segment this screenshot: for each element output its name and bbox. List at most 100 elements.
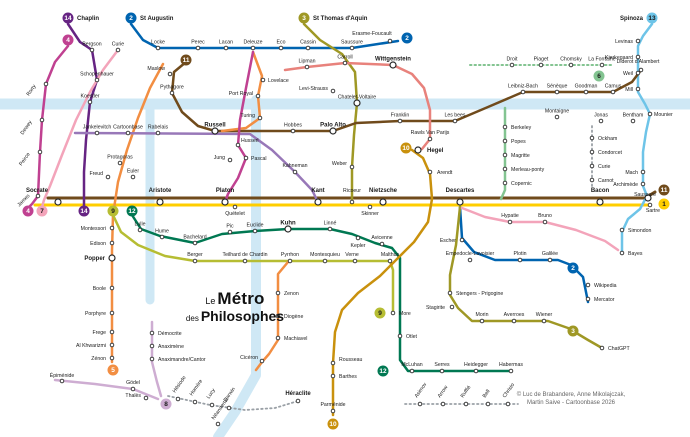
- station-dot: [367, 204, 373, 210]
- station-dot: [109, 225, 115, 231]
- station-label: Mercator: [594, 297, 615, 303]
- station-label: Curie: [598, 164, 611, 170]
- station-label: Empedocle-Lavoisier: [446, 251, 495, 257]
- station-dot: [342, 60, 348, 66]
- station-dot: [473, 368, 479, 374]
- station-label: Kuhn: [280, 221, 296, 227]
- station-label: Freud: [89, 171, 103, 177]
- station-dot: [349, 164, 355, 170]
- line-number-label: 14: [64, 15, 72, 22]
- station-dot: [209, 402, 215, 408]
- station-dot: [149, 330, 155, 336]
- station-label: Bachelard: [183, 235, 206, 241]
- credit-line1: © Luc de Brabandere, Anne Mikolajczak,: [516, 392, 626, 398]
- station-label: Schopenhauer: [80, 72, 114, 78]
- station-dot: [169, 90, 175, 96]
- terminus-label: Spinoza: [620, 16, 644, 22]
- station-dot: [599, 62, 605, 68]
- station-dot: [635, 54, 641, 60]
- station-label: Stengers - Prigogine: [456, 291, 503, 297]
- metro-line: [73, 131, 320, 204]
- station-label: Démocrite: [158, 331, 182, 337]
- station-label: Frege: [92, 330, 106, 336]
- line-number-label: 10: [402, 145, 410, 152]
- station-dot: [479, 318, 485, 324]
- terminus-label: St Thomas d'Aquin: [313, 16, 368, 22]
- line-number-badge: [160, 398, 172, 410]
- station-label: ChatGPT: [608, 346, 630, 352]
- station-label: Thalès: [125, 393, 141, 399]
- station-label: Otlet: [406, 334, 418, 340]
- station-dot: [275, 290, 281, 296]
- metro-line: [26, 44, 70, 210]
- station-label: Pascal: [251, 156, 267, 162]
- station-label: Gödel: [126, 380, 140, 386]
- station-dot: [330, 373, 336, 379]
- station-dot: [502, 180, 508, 186]
- station-dot: [541, 318, 547, 324]
- line-number-badge: [567, 325, 579, 337]
- station-dot: [509, 62, 515, 68]
- station-dot: [223, 45, 229, 51]
- station-dot: [589, 135, 595, 141]
- station-label: Lovelace: [268, 78, 289, 84]
- station-label: Épiménide: [50, 372, 75, 379]
- station-dot: [37, 149, 43, 155]
- metro-line: [170, 60, 643, 133]
- station-label: Simondon: [628, 228, 651, 234]
- station-dot: [330, 360, 336, 366]
- station-dot: [349, 199, 355, 205]
- line-number-label: 12: [379, 368, 387, 375]
- station-dot: [192, 240, 198, 246]
- line-number-label: 9: [378, 310, 382, 317]
- station-dot: [589, 177, 595, 183]
- station-label: Montesquieu: [310, 252, 340, 258]
- station-label: Lipman: [298, 59, 315, 65]
- station-dot: [215, 421, 221, 427]
- station-dot: [554, 114, 560, 120]
- terminus-label: Chaplin: [77, 16, 99, 22]
- line-number-badge: [180, 54, 192, 66]
- station-label: Galilée: [542, 251, 558, 257]
- station-label: Rorty: [26, 83, 38, 97]
- line-number-label: 5: [111, 367, 115, 374]
- station-label: Verne: [345, 252, 359, 258]
- line-number-label: 4: [26, 208, 30, 215]
- station-label: Weber: [332, 161, 347, 167]
- station-label: Ockham: [598, 136, 617, 142]
- station-label: Palo Alto: [320, 123, 346, 129]
- station-dot: [292, 169, 298, 175]
- station-dot: [630, 118, 636, 124]
- station-label: La Fontaine: [588, 57, 616, 63]
- station-label: Jankelevitch: [83, 125, 112, 131]
- line-number-badge: [377, 365, 389, 377]
- river: [213, 95, 261, 437]
- station-dot: [502, 124, 508, 130]
- station-label: Rawls Van Parijs: [411, 130, 450, 136]
- station-dot: [243, 155, 249, 161]
- station-dot: [485, 401, 491, 407]
- station-dot: [278, 45, 284, 51]
- station-label: Lucy: [206, 387, 217, 400]
- station-dot: [149, 356, 155, 362]
- station-label: Kahneman: [282, 163, 307, 169]
- station-dot: [59, 378, 65, 384]
- station-dot: [260, 77, 266, 83]
- station-dot: [644, 194, 652, 202]
- metro-line: [499, 106, 507, 201]
- station-label: Hume: [155, 229, 169, 235]
- station-label: Merleau-ponty: [511, 167, 545, 173]
- station-label: Sénèque: [547, 84, 568, 90]
- station-label: Aristote: [149, 188, 172, 194]
- station-dot: [427, 136, 433, 142]
- station-dot: [389, 61, 397, 69]
- station-label: Quételet: [225, 211, 245, 217]
- metro-line: [66, 22, 99, 209]
- metro-line: [53, 378, 160, 401]
- station-label: Chomsky: [560, 57, 582, 63]
- station-dot: [542, 219, 548, 225]
- line-number-badge: [298, 12, 310, 24]
- station-label: Bacon: [591, 188, 610, 194]
- station-label: Mill: [625, 87, 633, 93]
